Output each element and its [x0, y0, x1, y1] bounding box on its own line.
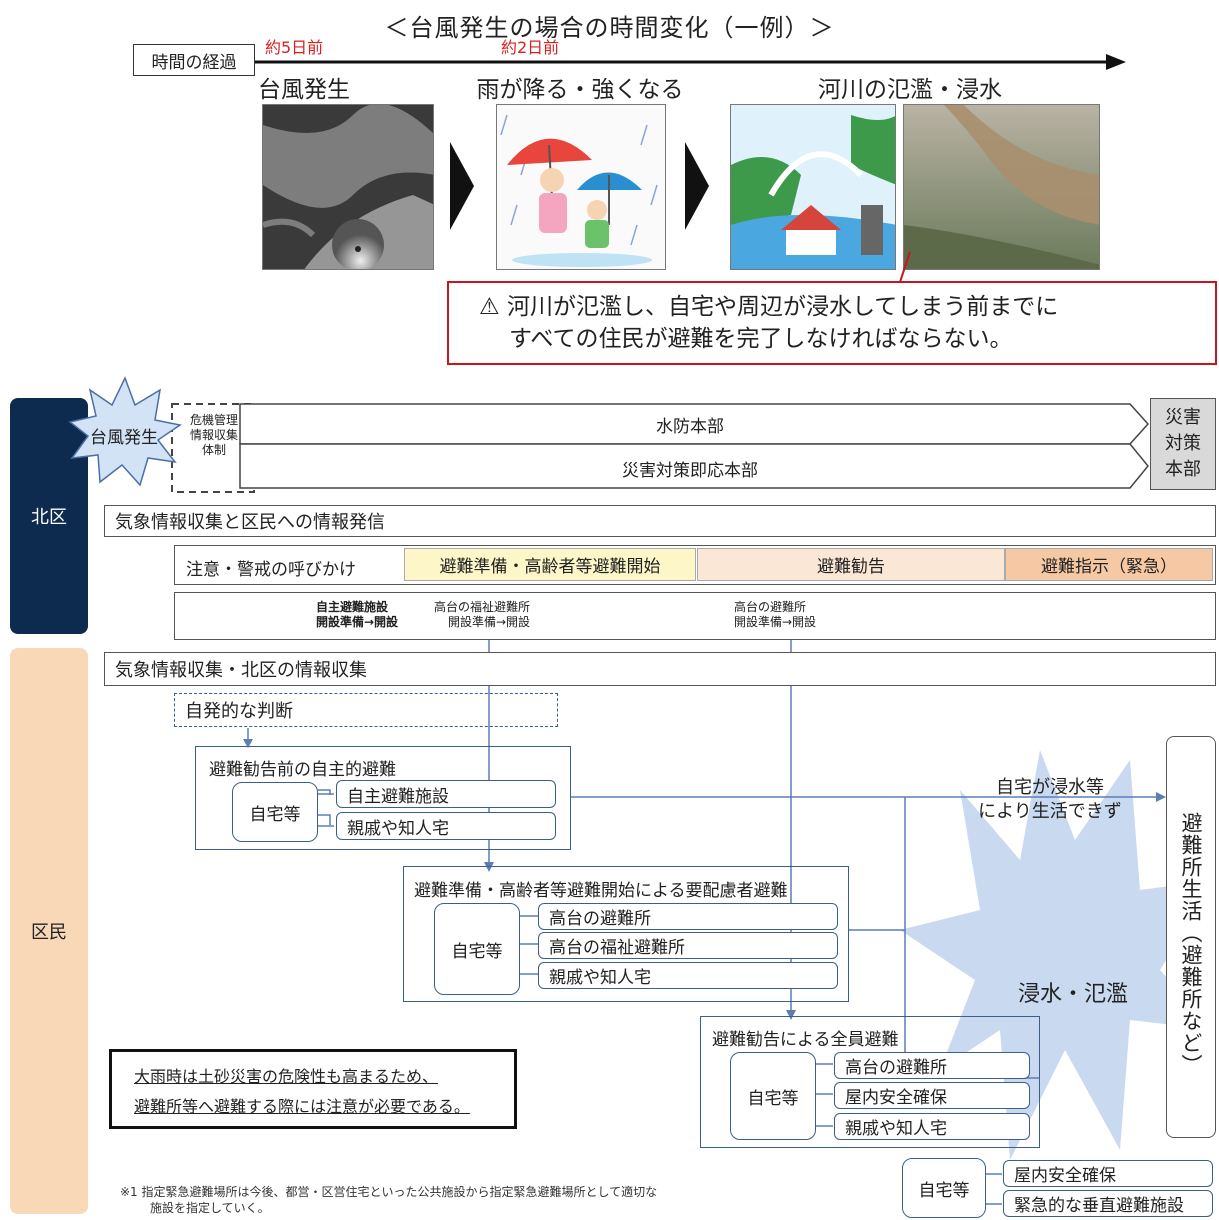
time-label: 時間の経過	[133, 44, 255, 76]
highland-shelter-opening: 高台の避難所開設準備→開設	[734, 600, 817, 629]
welfare-shelter-opening: 高台の福祉避難所開設準備→開設	[434, 600, 531, 629]
chevron-right-icon	[450, 142, 474, 230]
stage-flood-label: 河川の氾濫・浸水	[818, 77, 1002, 103]
flood-control-hq: 水防本部	[656, 417, 724, 437]
full-evacuation-group	[700, 1016, 1040, 1148]
group1-item-relatives: 親戚や知人宅	[336, 812, 556, 840]
satellite-image	[262, 104, 434, 270]
group3-item-relatives: 親戚や知人宅	[834, 1113, 1030, 1140]
prepare-evacuation-group	[403, 866, 849, 1002]
group2-item-relatives: 親戚や知人宅	[538, 962, 838, 989]
group2-home: 自宅等	[434, 903, 520, 995]
alert-advisory: 避難勧告	[697, 548, 1005, 581]
group1-home: 自宅等	[232, 782, 318, 842]
voluntary-evacuation-group	[195, 746, 571, 850]
shelter-opening-row	[174, 592, 1216, 640]
warning-line2: すべての住民が避難を完了しなければならない。	[509, 326, 1013, 352]
caution-box: 大雨時は土砂災害の危険性も高まるため、 避難所等へ避難する際には注意が必要である…	[109, 1049, 517, 1129]
flow-lines	[68, 376, 1215, 1205]
timeline-arrow	[255, 54, 1126, 70]
alert-instruction: 避難指示（緊急）	[1005, 548, 1213, 581]
group2-item-welfare-shelter: 高台の福祉避難所	[538, 932, 838, 959]
flood-note: 自宅が浸水等により生活できず	[978, 777, 1122, 822]
group4-item-vertical-evacuation: 緊急的な垂直避難施設	[1003, 1190, 1213, 1217]
kita-info-box: 気象情報収集と区民への情報発信	[104, 505, 1216, 537]
side-label-kumin: 区民	[10, 648, 88, 1214]
stage-rain-label: 雨が降る・強くなる	[476, 77, 684, 103]
crisis-system-label: 危機管理情報収集体制	[189, 413, 238, 457]
alert-prepare: 避難準備・高齢者等避難開始	[404, 548, 696, 581]
rain-illustration	[496, 104, 666, 270]
group3-title: 避難勧告による全員避難	[712, 1030, 899, 1050]
warning-icon: ⚠	[479, 294, 500, 320]
chevron-right-icon	[685, 142, 709, 230]
group2-item-highland-shelter: 高台の避難所	[538, 903, 838, 930]
footnote: ※1 指定緊急避難場所は今後、都営・区営住宅といった公共施設から指定緊急避難場所…	[120, 1185, 658, 1215]
disaster-response-hq: 災害対策即応本部	[622, 461, 758, 481]
group1-item-voluntary-shelter: 自主避難施設	[336, 780, 556, 808]
warning-line1: 河川が氾濫し、自宅や周辺が浸水してしまう前までに	[506, 294, 1059, 320]
group3-item-indoor-safety: 屋内安全確保	[834, 1082, 1030, 1109]
time-mark-2days: 約2日前	[501, 38, 560, 57]
flood-label: 浸水・氾濫	[1018, 982, 1129, 1007]
diagram-title: ＜台風発生の場合の時間変化（一例）＞	[384, 14, 835, 42]
group1-title: 避難勧告前の自主的避難	[209, 760, 396, 780]
flood-illustration	[730, 104, 896, 270]
voluntary-shelter-opening: 自主避難施設開設準備→開設	[316, 600, 399, 629]
shelter-life-label: 避難所生活（避難所など）	[1179, 812, 1203, 1076]
aerial-flood-photo	[903, 104, 1100, 270]
stage-typhoon-label: 台風発生	[258, 77, 350, 103]
group3-item-highland-shelter: 高台の避難所	[834, 1052, 1030, 1079]
judgement-box: 自発的な判断	[174, 693, 558, 727]
time-mark-5days: 約5日前	[265, 38, 324, 57]
caution-line1: 大雨時は土砂災害の危険性も高まるため、	[134, 1067, 439, 1086]
group4-item-indoor-safety: 屋内安全確保	[1003, 1160, 1213, 1187]
kumin-info-box: 気象情報収集・北区の情報収集	[104, 652, 1216, 686]
shelter-life-box	[1166, 736, 1216, 1138]
warning-box: ⚠ 河川が氾濫し、自宅や周辺が浸水してしまう前までに すべての住民が避難を完了し…	[447, 281, 1217, 365]
group3-home: 自宅等	[730, 1052, 816, 1140]
group2-title: 避難準備・高齢者等避難開始による要配慮者避難	[414, 881, 788, 901]
group4-home: 自宅等	[902, 1158, 986, 1218]
caution-line2: 避難所等へ避難する際には注意が必要である。	[134, 1097, 470, 1116]
disaster-hq-box: 災害対策本部	[1150, 398, 1216, 490]
alert-caution: 注意・警戒の呼びかけ	[186, 560, 356, 580]
side-label-kita: 北区	[10, 398, 88, 634]
typhoon-burst-label: 台風発生	[90, 428, 158, 448]
